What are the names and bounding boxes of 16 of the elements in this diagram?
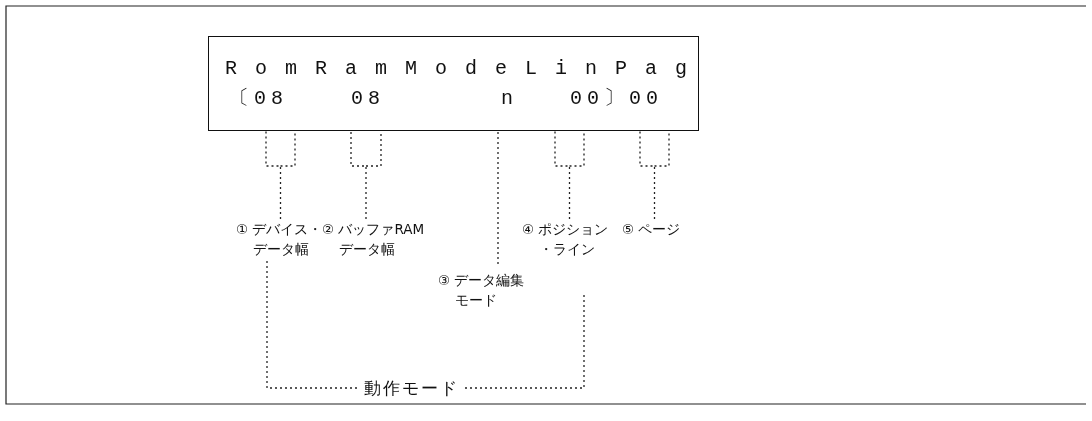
leader-line: [554, 130, 585, 220]
callout-label: ① デバイス・データ幅: [236, 219, 323, 259]
callout-label: ④ ポジション・ライン: [522, 219, 609, 259]
leader-line: [350, 130, 382, 220]
leader-line: [265, 130, 296, 220]
callout-label: ⑤ ページ: [622, 219, 681, 239]
display-text: 〔08 08 n 00〕00: [229, 87, 664, 111]
group-label: 動作モード: [364, 378, 459, 398]
display-panel: [208, 36, 699, 131]
bracket-line: [266, 260, 359, 389]
bracket-line: [464, 294, 585, 389]
leader-line: [639, 130, 670, 220]
leader-line: [497, 130, 499, 265]
callout-label: ② バッファRAMデータ幅: [322, 219, 425, 259]
display-text: RomRamModeLinPag: [225, 57, 706, 81]
callout-label: ③ データ編集モード: [438, 270, 525, 310]
